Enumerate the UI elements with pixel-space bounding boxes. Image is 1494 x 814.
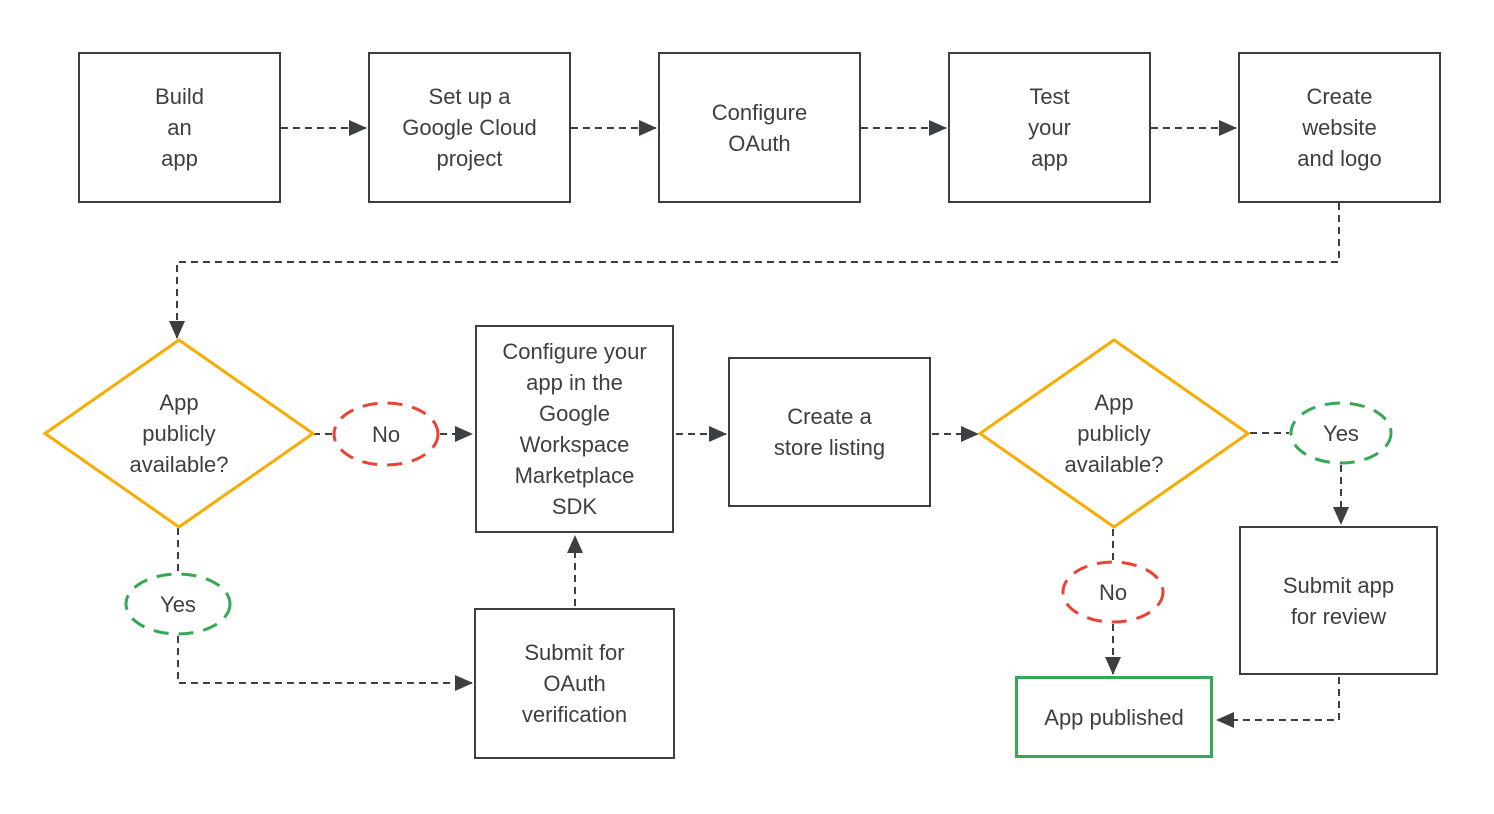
decision2-diamond: [977, 338, 1251, 529]
node-submit-for-oauth-verification: Submit for OAuth verification: [474, 608, 675, 759]
node-test-your-app: Test your app: [948, 52, 1151, 203]
node-app-published: App published: [1015, 676, 1213, 758]
yes2-ellipse: [1289, 401, 1393, 465]
node-submit-app-for-review: Submit app for review: [1239, 526, 1438, 675]
edge-website-to-decision1: [169, 203, 1340, 339]
node-build-an-app-label: Build an app: [155, 84, 204, 171]
node-configure-oauth-label: Configure OAuth: [711, 99, 808, 156]
node-configure-app-marketplace-sdk: Configure your app in the Google Workspa…: [475, 325, 674, 533]
edge-yes1-to-submit-oauth: [177, 636, 473, 691]
node-app-published-label: App published: [1044, 704, 1184, 730]
node-create-website-and-logo-label: Create website and logo: [1297, 84, 1382, 171]
no2-ellipse: [1061, 560, 1165, 624]
edge-submit-review-to-app-published: [1216, 677, 1340, 728]
node-set-up-google-cloud-project: Set up a Google Cloud project: [368, 52, 571, 203]
node-configure-app-marketplace-sdk-label: Configure your app in the Google Workspa…: [502, 339, 647, 519]
node-create-store-listing-label: Create a store listing: [773, 404, 886, 460]
yes1-ellipse: [124, 572, 232, 636]
node-build-an-app: Build an app: [78, 52, 281, 203]
node-create-store-listing: Create a store listing: [728, 357, 931, 507]
decision1-diamond: [42, 338, 316, 529]
node-submit-app-for-review-label: Submit app for review: [1282, 572, 1395, 629]
node-set-up-google-cloud-project-label: Set up a Google Cloud project: [402, 84, 537, 171]
node-test-your-app-label: Test your app: [1028, 84, 1071, 171]
node-configure-oauth: Configure OAuth: [658, 52, 861, 203]
no1-ellipse: [332, 401, 440, 467]
node-create-website-and-logo: Create website and logo: [1238, 52, 1441, 203]
node-submit-for-oauth-verification-label: Submit for OAuth verification: [521, 640, 628, 727]
